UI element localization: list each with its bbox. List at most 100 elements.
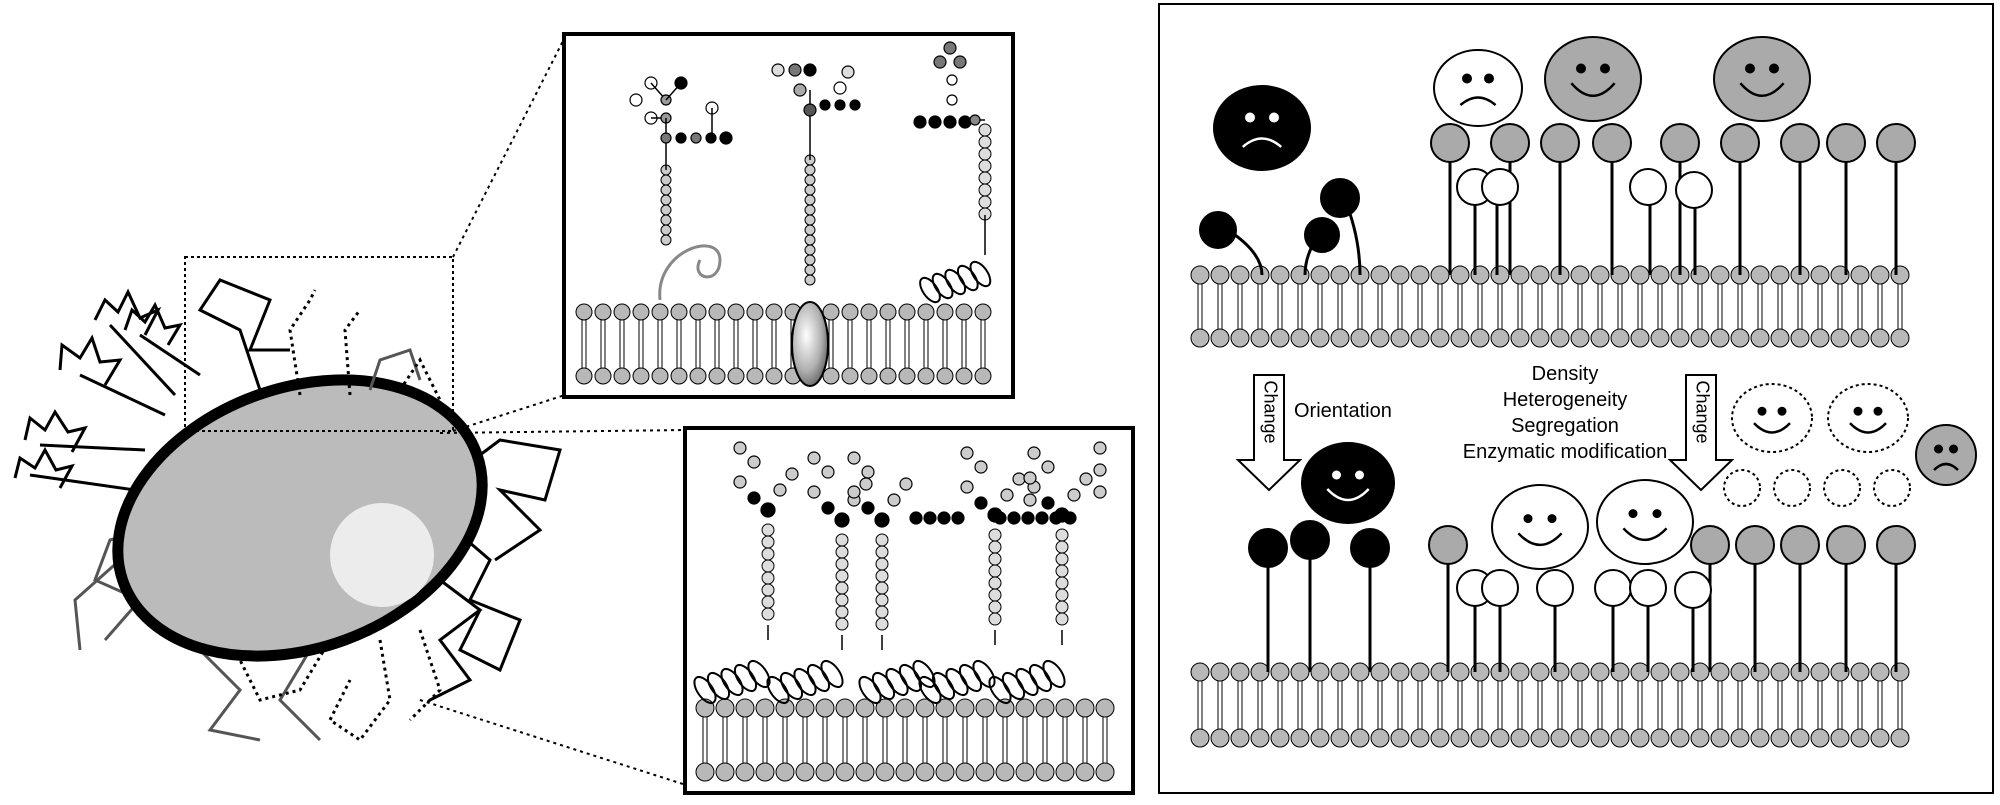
- inset-bottom: [683, 426, 1135, 795]
- lipid-head: [1230, 662, 1250, 682]
- sugar-bead: [978, 147, 992, 161]
- sugar-residue: [675, 132, 687, 144]
- inset-bottom-glycoproteins: [693, 441, 1107, 705]
- lipid-head: [1250, 662, 1270, 682]
- lipid-head: [1230, 328, 1250, 348]
- lipid-head: [727, 303, 745, 321]
- sugar-residue: [946, 94, 958, 106]
- inset-top: [562, 32, 1015, 399]
- receptor-head: [1826, 123, 1866, 163]
- lipid-head: [1530, 265, 1550, 285]
- sugar-bead: [988, 612, 1002, 626]
- sugar-residue: [834, 99, 846, 111]
- helix-coil: [958, 663, 983, 693]
- lipid-head: [1630, 328, 1650, 348]
- receptor-head: [1720, 123, 1760, 163]
- lipid-head: [1770, 265, 1790, 285]
- sugar-bead: [875, 545, 889, 559]
- leader-lines: [419, 36, 687, 786]
- lipid-head: [1710, 328, 1730, 348]
- lipid-head: [841, 367, 859, 385]
- lipid-head: [1610, 662, 1630, 682]
- lipid-head: [1075, 762, 1095, 782]
- sugar-residue: [821, 501, 835, 515]
- receptor-head: [1773, 469, 1811, 507]
- sugar-residue: [1012, 472, 1026, 486]
- lipid-head: [955, 698, 975, 718]
- lipid-head: [974, 367, 992, 385]
- lipid-head: [1250, 728, 1270, 748]
- sugar-bead: [1055, 588, 1069, 602]
- lipid-head: [822, 367, 840, 385]
- lipid-head: [1450, 265, 1470, 285]
- change-arrow-right: [1667, 374, 1735, 492]
- sugar-bead: [660, 194, 672, 206]
- sugar-bead: [804, 264, 816, 276]
- lipid-head: [822, 303, 840, 321]
- lipid-head: [1650, 728, 1670, 748]
- lipid-head: [1510, 265, 1530, 285]
- face-eye: [1853, 406, 1863, 416]
- lipid-head: [1810, 662, 1830, 682]
- lipid-head: [1450, 328, 1470, 348]
- sugar-bead: [875, 605, 889, 619]
- lipid-head: [1310, 328, 1330, 348]
- lipid-head: [1610, 328, 1630, 348]
- lipid-head: [1570, 265, 1590, 285]
- lipid-head: [1210, 265, 1230, 285]
- lipid-head: [1310, 662, 1330, 682]
- lipid-head: [1330, 662, 1350, 682]
- lipid-head: [775, 698, 795, 718]
- receptor-head: [1320, 178, 1360, 218]
- lipid-head: [1630, 265, 1650, 285]
- receptor-head: [1674, 571, 1712, 609]
- ligand-face: [1915, 424, 1977, 486]
- lipid-head: [1410, 728, 1430, 748]
- lipid-head: [1390, 265, 1410, 285]
- lipid-head: [746, 367, 764, 385]
- sugar-residue: [937, 511, 951, 525]
- face-mouth: [1739, 82, 1785, 98]
- sugar-residue: [943, 41, 957, 55]
- sugar-bead: [988, 552, 1002, 566]
- sugar-bead: [1055, 540, 1069, 554]
- lipid-head: [651, 367, 669, 385]
- lipid-head: [1350, 728, 1370, 748]
- helix-coil: [793, 667, 817, 697]
- sugar-residue: [1023, 493, 1037, 507]
- lipid-head: [1055, 762, 1075, 782]
- face-eye: [1628, 509, 1638, 519]
- sugar-residue: [733, 441, 747, 455]
- lipid-head: [1830, 328, 1850, 348]
- glycosidic-link: [665, 82, 682, 101]
- lipid-head: [1570, 728, 1590, 748]
- sugar-residue: [719, 131, 733, 145]
- lipid-head: [1370, 265, 1390, 285]
- helix-coil: [988, 675, 1012, 705]
- lipid-head: [727, 367, 745, 385]
- lipid-head: [1810, 265, 1830, 285]
- face-mouth: [1849, 422, 1887, 434]
- helix-coil: [1028, 663, 1053, 693]
- lipid-head: [1790, 328, 1810, 348]
- enzymatic-modification-label: Enzymatic modification: [1462, 441, 1668, 463]
- lipid-head: [898, 303, 916, 321]
- face-eye: [1355, 470, 1364, 480]
- lipid-head: [1890, 328, 1910, 348]
- face-eye: [1949, 444, 1958, 454]
- lipid-head: [746, 303, 764, 321]
- sugar-bead: [660, 204, 672, 216]
- inset-top-glycolipids: [629, 41, 992, 387]
- density-label: Density: [1531, 363, 1599, 385]
- receptor-head: [1592, 123, 1632, 163]
- lipid-head: [670, 367, 688, 385]
- face-eye: [1269, 112, 1279, 123]
- face-mouth: [1459, 96, 1497, 107]
- sugar-bead: [1055, 552, 1069, 566]
- lipid-head: [895, 762, 915, 782]
- lipid-head: [1410, 265, 1430, 285]
- helix-coil: [720, 667, 744, 697]
- sugar-bead: [804, 184, 816, 196]
- sugar-residue: [861, 501, 875, 515]
- sugar-residue: [834, 512, 850, 528]
